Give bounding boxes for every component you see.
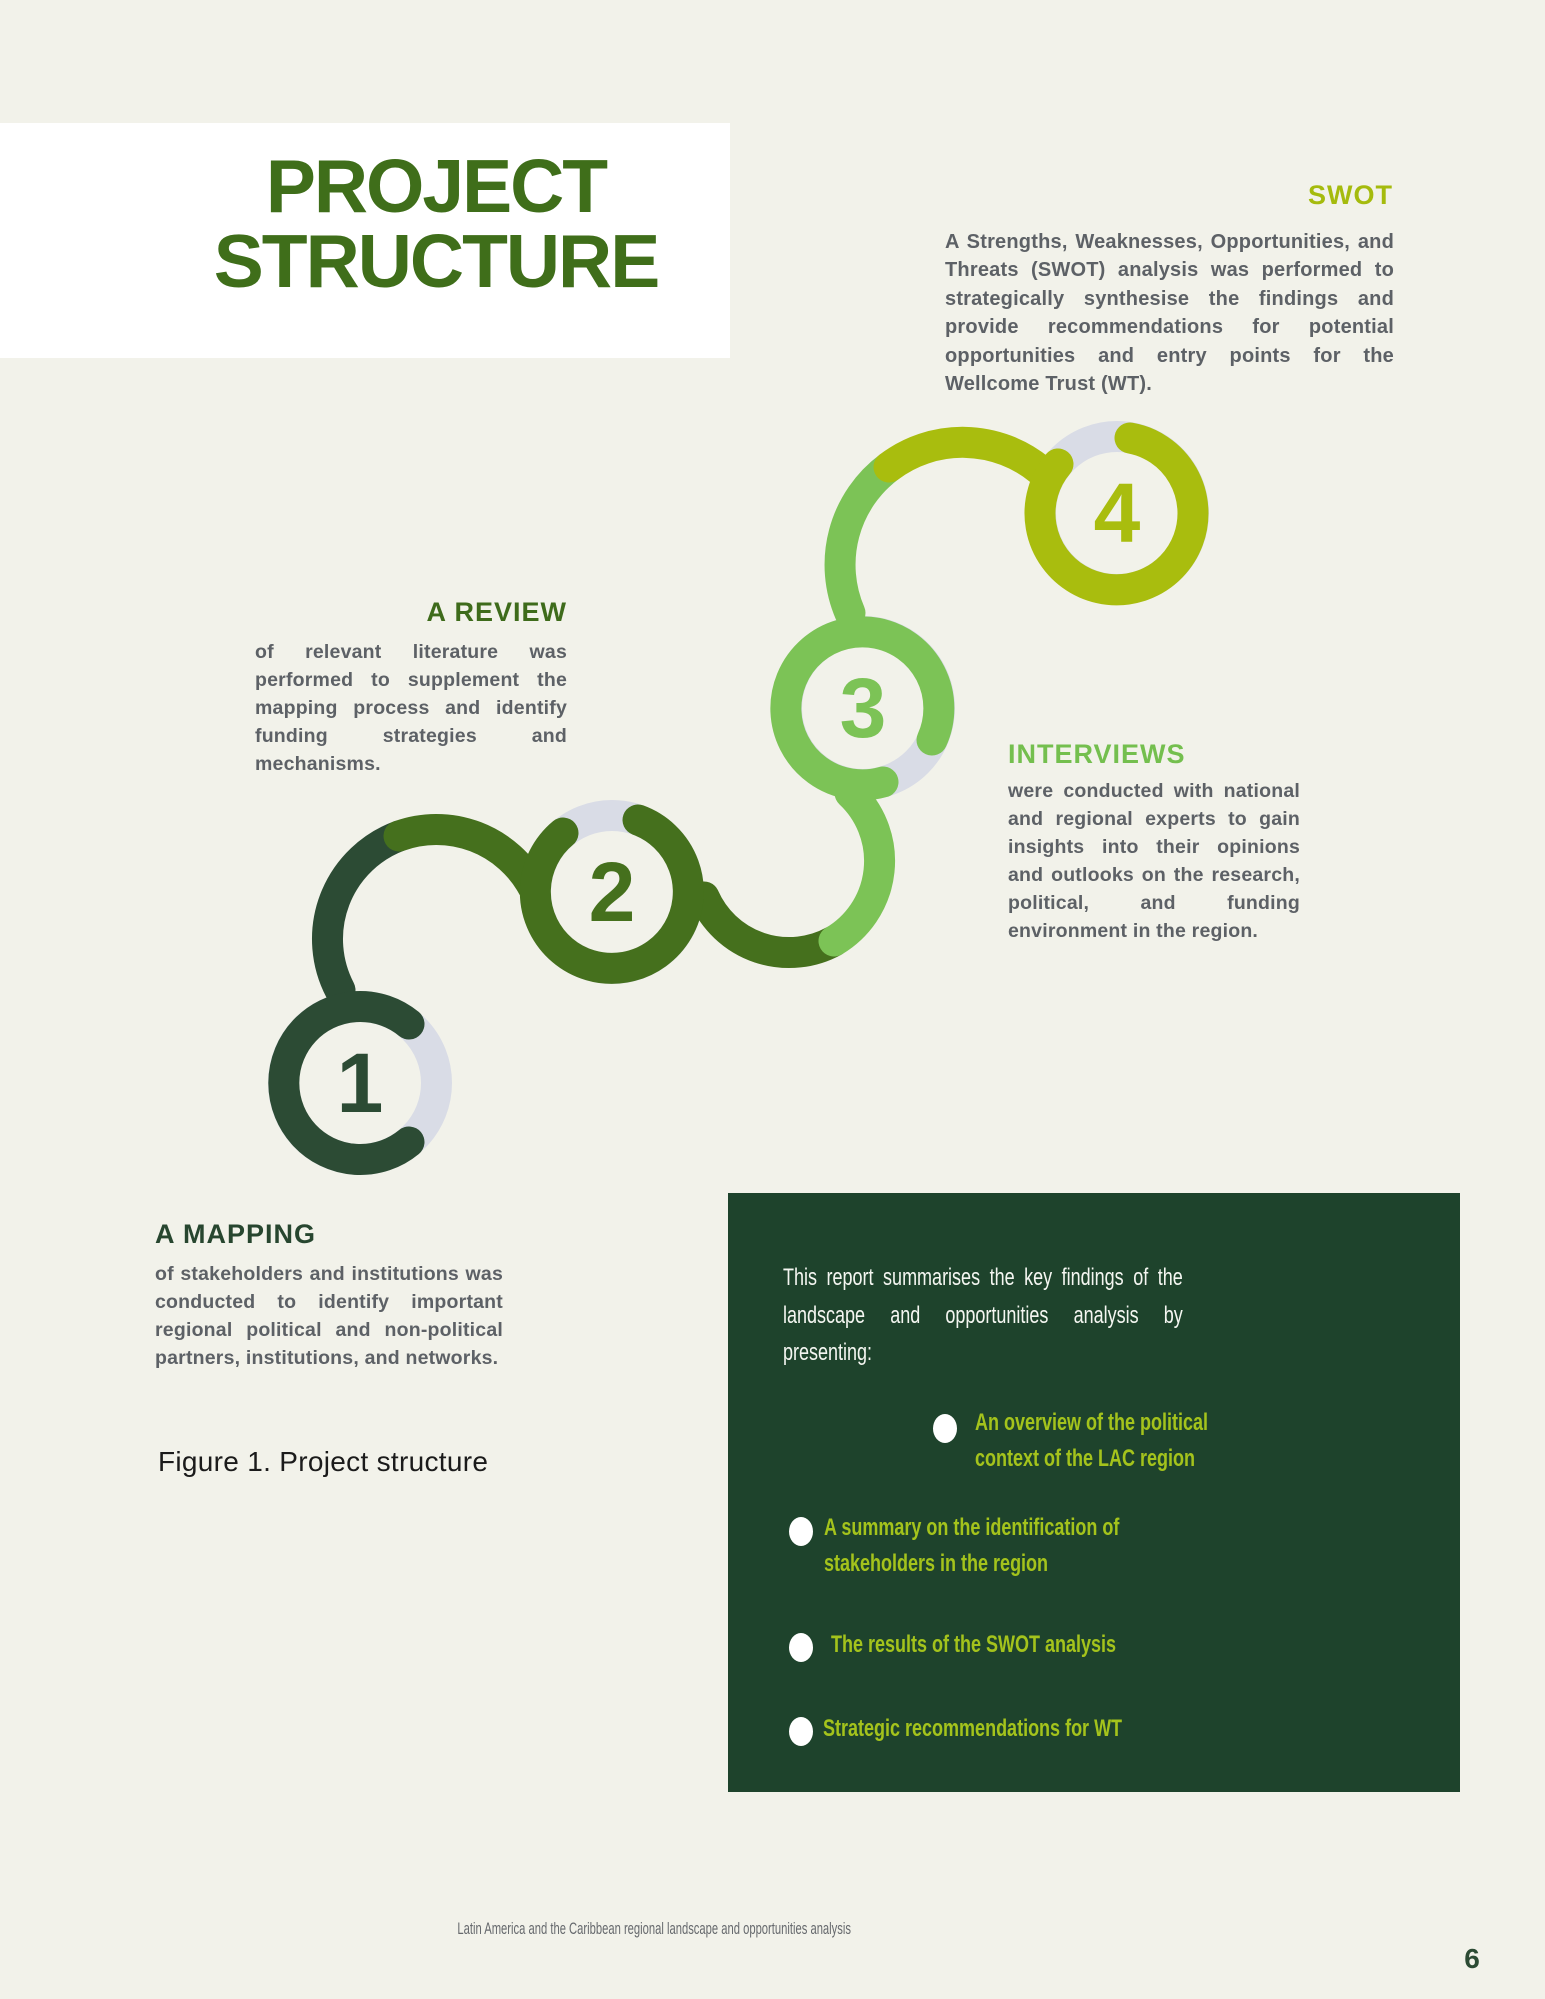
bullet-dot — [789, 1517, 813, 1546]
step-3-heading: INTERVIEWS — [1008, 739, 1186, 769]
step-2-heading: A REVIEW — [426, 597, 567, 627]
bullet-text: Strategic recommendations for WT — [823, 1715, 1123, 1742]
step-2-description: of relevant literature was performed to … — [255, 641, 567, 775]
bullet-text: A summary on the identification of stake… — [824, 1514, 1120, 1577]
step-4-heading: SWOT — [1308, 180, 1393, 210]
bullet-dot — [789, 1717, 813, 1746]
step-1-number: 1 — [337, 1036, 384, 1130]
bullet-text: An overview of the political context of … — [975, 1409, 1209, 1472]
figure-caption: Figure 1. Project structure — [158, 1446, 489, 1477]
summary-intro: This report summarises the key findings … — [783, 1264, 1183, 1366]
step-3-description: were conducted with national and regiona… — [1008, 780, 1300, 942]
connector-2-3-segment-olive — [688, 881, 850, 969]
step-4-number: 4 — [1094, 466, 1141, 560]
step-3-ring — [770, 616, 955, 801]
footer-text: Latin America and the Caribbean regional… — [457, 1920, 851, 1938]
connector-3-4-segment-lime — [873, 426, 1056, 486]
step-4-ring — [1024, 422, 1209, 606]
step-4-description: A Strengths, Weaknesses, Opportunities, … — [945, 231, 1394, 396]
diagram-step-numbers: 1 2 3 4 — [337, 466, 1141, 1130]
page-title-line-2: STRUCTURE — [213, 219, 661, 303]
diagram-step-rings — [268, 422, 1209, 1175]
connector-2-3-segment-green — [818, 777, 896, 957]
step-1-description: of stakeholders and institutions was con… — [155, 1263, 503, 1369]
connector-1-2-segment-olive — [383, 814, 549, 903]
step-2-number: 2 — [589, 845, 636, 939]
title-panel: PROJECT STRUCTURE — [0, 123, 730, 358]
diagram-connectors — [312, 426, 1056, 1006]
step-1-heading: A MAPPING — [155, 1219, 317, 1249]
step-1-ring — [268, 991, 425, 1175]
connector-1-2-segment-dark — [312, 820, 415, 1006]
page-title-line-1: PROJECT — [265, 144, 608, 228]
bullet-dot — [933, 1414, 957, 1443]
page-number: 6 — [1464, 1943, 1480, 1974]
bullet-dot — [789, 1633, 813, 1662]
step-3-number: 3 — [840, 661, 887, 755]
bullet-text: The results of the SWOT analysis — [831, 1631, 1117, 1658]
summary-box: This report summarises the key findings … — [728, 1193, 1460, 1792]
step-2-ring — [519, 804, 704, 984]
connector-3-4-segment-green — [824, 451, 905, 629]
page-title: PROJECT STRUCTURE — [140, 149, 732, 299]
